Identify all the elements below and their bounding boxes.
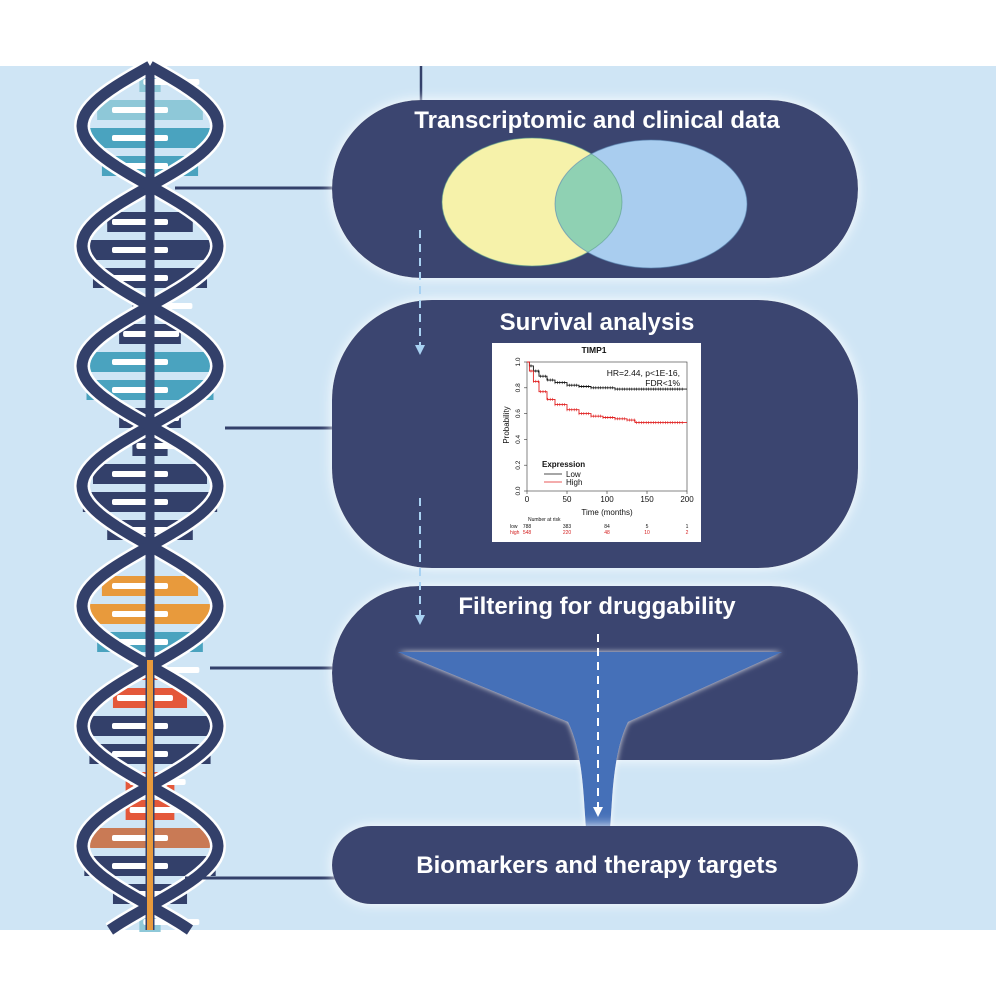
panel-biomarkers: Biomarkers and therapy targets: [332, 826, 858, 904]
km-risk-header: Number at risk: [528, 517, 561, 523]
km-xtick-label: 150: [640, 495, 654, 504]
km-risk-high-value: 548: [523, 530, 532, 536]
km-ylabel: Probability: [502, 406, 511, 443]
km-risk-high-value: 10: [644, 530, 650, 536]
km-xtick-label: 0: [525, 495, 530, 504]
km-risk-high-value: 2: [686, 530, 689, 536]
panel-title-survival: Survival analysis: [500, 309, 695, 336]
km-ytick-label: 0.2: [515, 460, 522, 469]
km-legend: Expression Low High: [542, 460, 585, 487]
km-y-ticks: 1.0 0.8 0.6 0.4 0.2 0.0: [515, 357, 527, 496]
km-risk-low-value: 383: [563, 524, 572, 530]
km-legend-high: High: [566, 478, 582, 487]
km-xtick-label: 100: [600, 495, 614, 504]
km-legend-low: Low: [566, 470, 581, 479]
km-x-ticks: 0 50 100 150 200: [525, 491, 694, 504]
km-legend-title: Expression: [542, 460, 585, 469]
km-plot-card: TIMP1 HR=2.44, p<1E-16, FDR<1% Probabili…: [492, 343, 701, 542]
km-title: TIMP1: [581, 345, 606, 355]
panel-title-druggability: Filtering for druggability: [458, 593, 736, 620]
km-stats-line2: FDR<1%: [645, 378, 680, 388]
km-curves: [527, 361, 687, 425]
dashed-arrows: [415, 230, 603, 817]
km-series-high: [527, 361, 687, 424]
km-risk-low-value: 1: [686, 524, 689, 530]
km-risk-low-value: 5: [646, 524, 649, 530]
km-risk-high-label: high: [510, 530, 520, 536]
panel-title-biomarkers: Biomarkers and therapy targets: [416, 852, 777, 879]
km-xtick-label: 200: [680, 495, 694, 504]
km-risk-high-value: 220: [563, 530, 572, 536]
panel-title-transcriptomic: Transcriptomic and clinical data: [414, 107, 780, 134]
venn-overlap: [555, 140, 622, 266]
dna-helix-icon: [73, 59, 227, 937]
km-ytick-label: 0.8: [515, 383, 522, 392]
km-stats-line1: HR=2.44, p<1E-16,: [607, 368, 680, 378]
km-risk-low-value: 84: [604, 524, 610, 530]
venn-diagram: [441, 137, 748, 269]
km-ytick-label: 0.4: [515, 435, 522, 444]
km-ytick-label: 0.0: [515, 486, 522, 495]
connector-lines: [175, 186, 340, 880]
km-risk-low-value: 788: [523, 524, 532, 530]
km-ytick-label: 1.0: [515, 357, 522, 366]
funnel-icon: [398, 652, 782, 830]
km-xtick-label: 50: [563, 495, 572, 504]
km-ytick-label: 0.6: [515, 409, 522, 418]
km-xlabel: Time (months): [581, 508, 633, 517]
km-risk-high-value: 48: [604, 530, 610, 536]
panel-transcriptomic: Transcriptomic and clinical data: [332, 100, 858, 278]
km-risk-low-label: low: [510, 524, 518, 530]
